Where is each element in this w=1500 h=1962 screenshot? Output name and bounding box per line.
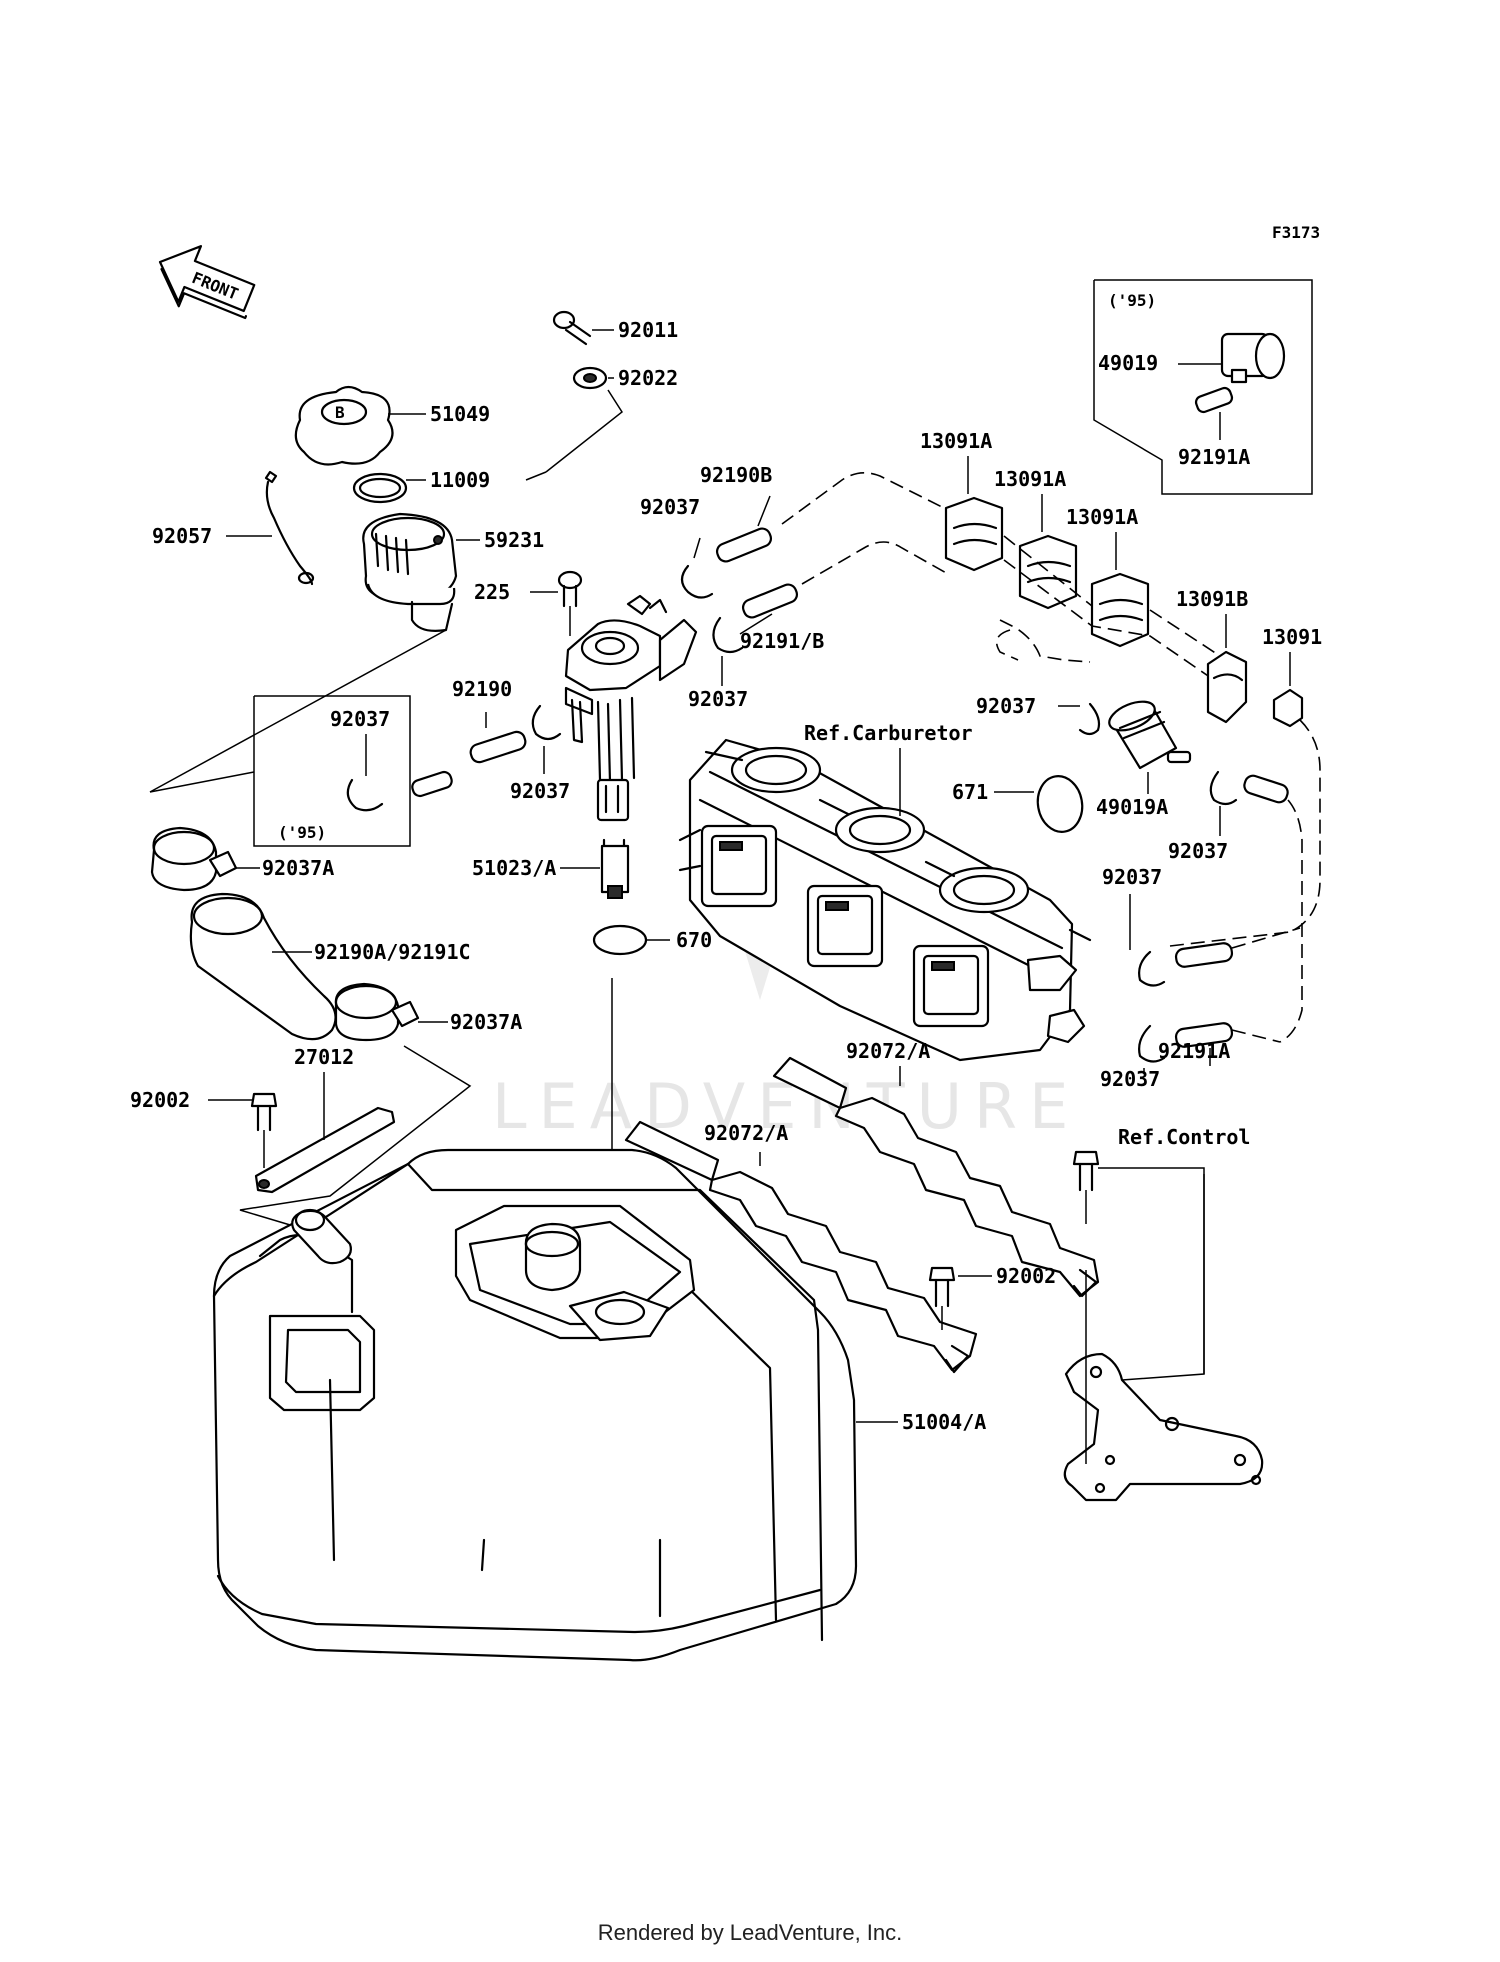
clip-92037-mid: 92037 [688,616,748,711]
part-label-49019A: 49019A [1096,795,1168,819]
control-bracket: Ref.Control [1063,1125,1264,1502]
footer-credit: Rendered by LeadVenture, Inc. [597,1920,903,1945]
part-label-92037-e: 92037 [1168,839,1228,863]
part-label-670: 670 [676,928,712,952]
hose-holder-13091A-3: 13091A [1066,505,1150,648]
part-label-92022: 92022 [618,366,678,390]
part-label-11009: 11009 [430,468,490,492]
part-label-51004A: 51004/A [902,1410,986,1434]
clamp-92037A-upper: 92037A [150,826,334,892]
carburetor-assembly: Ref.Carburetor [678,721,1092,1062]
inset-box-95-top: ('95) 49019 92191A [1093,279,1313,495]
hose-holder-13091: 13091 [1169,625,1322,947]
clamp-92037A-lower: 92037A [239,982,522,1257]
washer-92022: 92022 [545,366,678,473]
part-label-92011: 92011 [618,318,678,342]
strap-92072A-lower: 92072/A [624,1120,978,1374]
part-label-13091A-3: 13091A [1066,505,1138,529]
part-label-92191B: 92191/B [740,629,824,653]
part-label-92190A-92191C: 92190A/92191C [314,940,471,964]
inset-left-part: 92037 [330,707,390,731]
fuel-valve-51023: 51023/A [472,594,698,899]
part-label-92002-right: 92002 [996,1264,1056,1288]
part-label-92037-d: 92037 [510,779,570,803]
part-label-92190B: 92190B [700,463,772,487]
hose-92190A: 92190A/92191C [189,892,471,1041]
part-label-13091B: 13091B [1176,587,1248,611]
gasket-11009: 11009 [352,468,547,504]
ref-carburetor-label: Ref.Carburetor [804,721,973,745]
part-label-92191A-inset: 92191A [1178,445,1250,469]
clip-92037-left: 92037 [510,704,570,803]
part-label-92037-a: 92037 [640,495,700,519]
part-label-92037-g: 92037 [1100,1067,1160,1091]
hose-92190: 92190 [411,677,527,798]
part-label-92072A-upper: 92072/A [846,1039,930,1063]
bolt-92002-left: 92002 [130,1088,278,1168]
part-label-51049: 51049 [430,402,490,426]
filler-neck-59231: 59231 [149,512,544,793]
part-label-13091A-2: 13091A [994,467,1066,491]
part-label-225: 225 [474,580,510,604]
hose-92191B: 92191/B [739,541,949,653]
hose-92190B: 92190B [700,463,953,563]
part-label-13091: 13091 [1262,625,1322,649]
inset-left-year: ('95) [278,823,326,842]
part-label-27012: 27012 [294,1045,354,1069]
fuel-cap-51049: B 51049 [294,385,490,466]
clip-92037-upper: 92037 [640,495,714,599]
inset-year-label: ('95) [1108,291,1156,310]
watermark-text: LEADVENTURE [492,1070,1080,1143]
ref-control-label: Ref.Control [1118,1125,1250,1149]
screw-92011: 92011 [552,310,678,346]
part-label-92037-c: 92037 [976,694,1036,718]
part-label-92037A-upper: 92037A [262,856,334,880]
part-label-51023A: 51023/A [472,856,556,880]
part-label-92037-f: 92037 [1102,865,1162,889]
part-label-92002-left: 92002 [130,1088,190,1112]
hose-holder-13091A-1: 13091A [920,429,1004,572]
hose-holder-13091B: 13091B [1176,587,1248,724]
figure-code: F3173 [1272,223,1320,242]
front-arrow-icon: FRONT [158,245,256,320]
fuel-filter-49019A: 49019A [1096,700,1192,819]
part-label-13091A-1: 13091A [920,429,992,453]
part-label-671: 671 [952,780,988,804]
oring-671: 671 [952,775,1084,833]
part-label-92057: 92057 [152,524,212,548]
part-label-92072A-lower: 92072/A [704,1121,788,1145]
cap-emblem: B [335,403,345,422]
strap-92072A-upper: 92072/A [772,1039,1100,1298]
part-label-92190: 92190 [452,677,512,701]
fuel-filter-icon [1220,332,1286,384]
bolt-92002-right: 92002 [928,1264,1056,1330]
inset-box-95-left: 92037 ('95) [149,695,411,847]
hose-holder-13091A-2: 13091A [994,467,1078,610]
bracket-27012: 27012 [254,1045,396,1194]
part-label-49019: 49019 [1098,351,1158,375]
part-label-92191A-lower: 92191A [1158,1039,1230,1063]
screw-225: 225 [474,570,583,636]
right-hose-cluster: 92037 92037 92191A 92037 [1100,770,1303,1091]
part-label-59231: 59231 [484,528,544,552]
part-label-92037-b: 92037 [688,687,748,711]
fuel-tank-51004A: 51004/A [212,1148,986,1662]
part-label-92037A-lower: 92037A [450,1010,522,1034]
strap-92057: 92057 [152,470,315,586]
clip-92037-filter: 92037 [976,694,1101,736]
